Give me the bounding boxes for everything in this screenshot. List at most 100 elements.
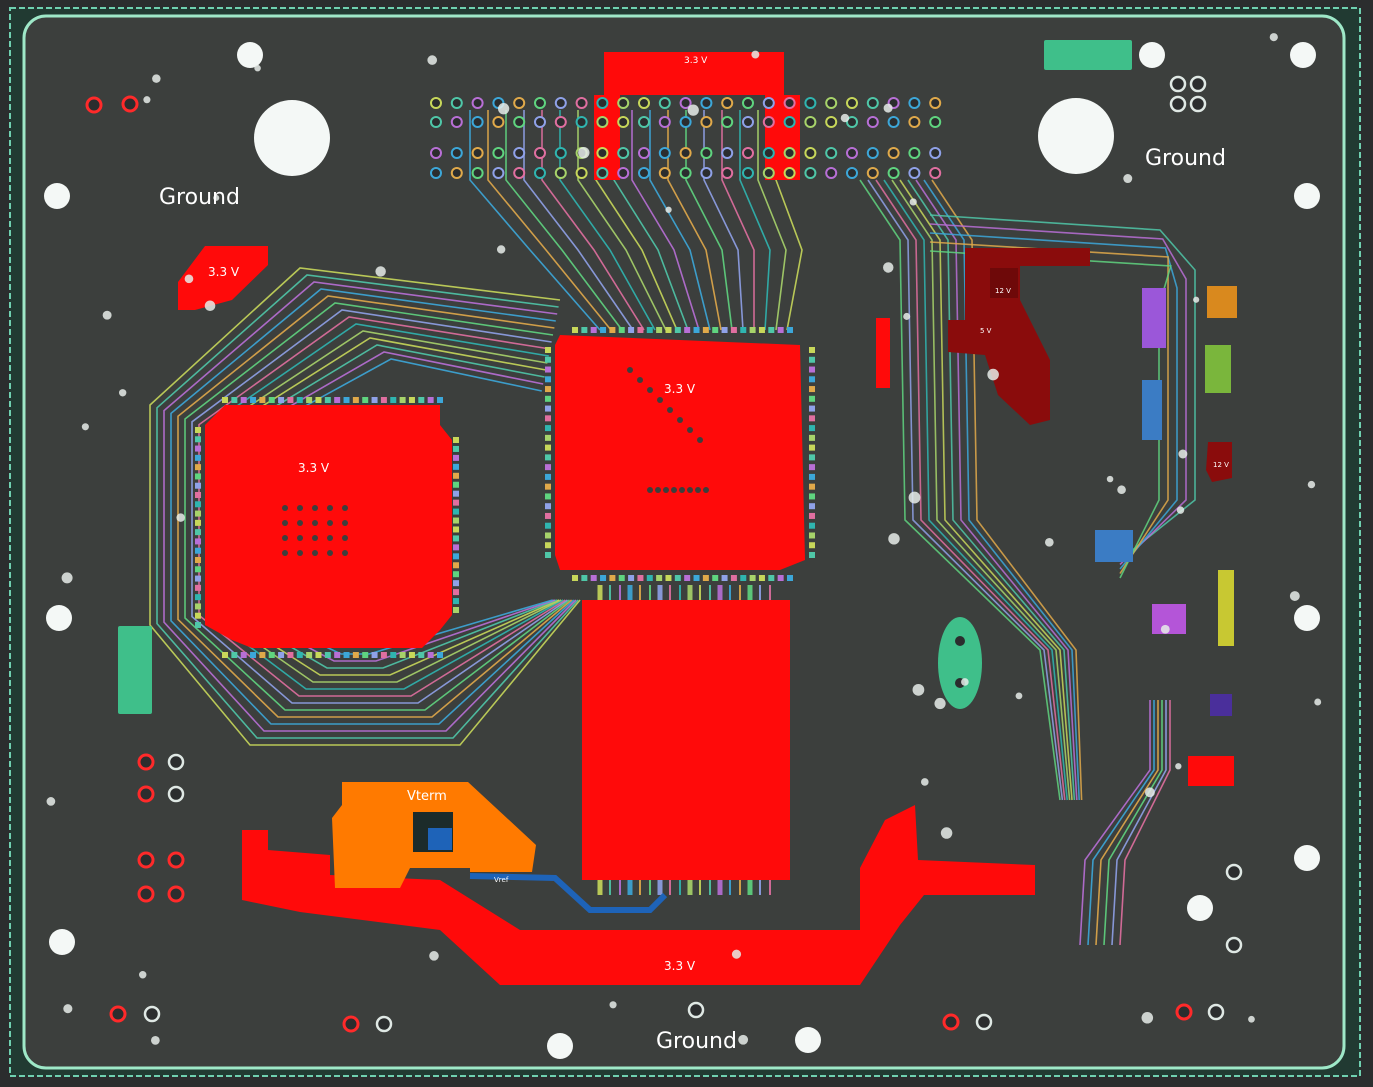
chip-left-pad (453, 481, 459, 488)
via-ring-red (121, 95, 139, 113)
header-pin (534, 97, 546, 109)
chip-center-pad (600, 575, 607, 581)
chip-center-pad (809, 493, 815, 500)
via-ring-white (167, 785, 185, 803)
chip-center-pad (545, 347, 551, 353)
pad-blue-a (1142, 380, 1162, 440)
mounting-hole-medium (1290, 42, 1316, 68)
via-small (204, 300, 216, 312)
trace-left-bundle (149, 267, 581, 746)
trace-right-sweep (923, 179, 1080, 801)
header-pin (721, 147, 734, 159)
header-pin (513, 147, 526, 159)
chip-left-pad (195, 519, 201, 526)
chip-left-pad (437, 652, 443, 658)
header-pin (908, 147, 921, 159)
chip-center-pad (545, 454, 551, 461)
chip-left-pad (453, 526, 459, 533)
mounting-hole-medium (44, 183, 70, 209)
label-33v-left-tab: 3.3 V (208, 265, 240, 279)
via-small (987, 368, 999, 381)
chip-left-pad (287, 652, 294, 658)
header-pin (742, 167, 754, 179)
chip-left-pad (195, 510, 201, 517)
thermal-via (327, 520, 333, 526)
label-33v-chip-center: 3.3 V (664, 382, 696, 396)
chip-center-pad (809, 356, 815, 363)
thermal-via (637, 377, 643, 383)
via-small (150, 1036, 160, 1045)
trace-left-bundle (177, 295, 573, 718)
via-ring-white (1225, 863, 1243, 881)
chip-center-pad (665, 327, 672, 333)
chip-center-pad (809, 366, 815, 373)
header-pin (471, 116, 484, 128)
trace-lower-right (1079, 700, 1151, 946)
chip-center-pad (545, 522, 551, 529)
thermal-via (312, 520, 318, 526)
header-pin (929, 97, 942, 109)
chip-center-pad (674, 575, 681, 581)
chip-left-pad (315, 397, 322, 403)
header-pin (617, 147, 630, 159)
chip-center-pad (581, 575, 588, 581)
via-small (118, 389, 127, 397)
header-pin (846, 147, 858, 159)
header-pin (825, 167, 838, 179)
label-33v-chip-left: 3.3 V (298, 461, 330, 475)
trace-right-sweep (875, 179, 1066, 801)
mounting-hole-medium (1294, 605, 1320, 631)
via-small (940, 827, 953, 839)
mounting-hole-medium (1139, 42, 1165, 68)
header-pin (575, 97, 588, 109)
label-ground-top-right: Ground (1145, 146, 1226, 171)
plane-33v-chip-left (205, 405, 452, 648)
chip-left-pad (390, 652, 397, 658)
chip-left-pad (453, 580, 459, 587)
chip-center-pad (665, 575, 672, 581)
via-small (912, 683, 925, 696)
chip-left-pad (453, 508, 459, 515)
chip-center-pad (702, 575, 709, 581)
chip-center-pad (656, 575, 663, 581)
chip-left-pad (306, 397, 313, 403)
trace-header-fan (559, 110, 656, 331)
via-small (1178, 449, 1188, 459)
chip-left-pad (195, 557, 201, 563)
plane-33v-memory-strip (582, 600, 790, 880)
chip-left-pad (268, 652, 275, 658)
chip-center-pad (545, 356, 551, 363)
chip-left-pad (240, 652, 247, 658)
thermal-via (627, 367, 633, 373)
chip-left-pad (418, 397, 425, 403)
header-pin (554, 116, 567, 128)
thermal-via (703, 487, 709, 493)
chip-center-pad (545, 366, 551, 373)
header-pin (575, 116, 588, 128)
header-pin (554, 97, 567, 109)
header-pin (762, 147, 775, 159)
crystal-oscillator (938, 617, 982, 709)
chip-left-pad (259, 397, 266, 403)
header-pin (742, 116, 754, 128)
header-pin (700, 116, 713, 128)
chip-center-pad (684, 575, 691, 581)
trace-left-bundle (163, 281, 577, 732)
thermal-via (282, 535, 288, 541)
chip-center-pad (637, 575, 644, 581)
chip-center-pad (545, 444, 551, 451)
chip-left-pad (453, 607, 459, 613)
via-ring-red (167, 851, 185, 869)
header-pin (596, 167, 609, 179)
chip-center-pad (545, 386, 551, 393)
header-pin (617, 97, 630, 109)
chip-left-pad (250, 397, 257, 403)
chip-left-pad (195, 529, 201, 536)
via-ring-red (137, 785, 155, 803)
pad-blue-b (1095, 530, 1133, 562)
chip-center-pad (545, 512, 551, 519)
header-pin (825, 147, 838, 159)
via-small (751, 50, 760, 59)
header-pin (638, 116, 650, 128)
trace-header-fan (577, 110, 667, 331)
